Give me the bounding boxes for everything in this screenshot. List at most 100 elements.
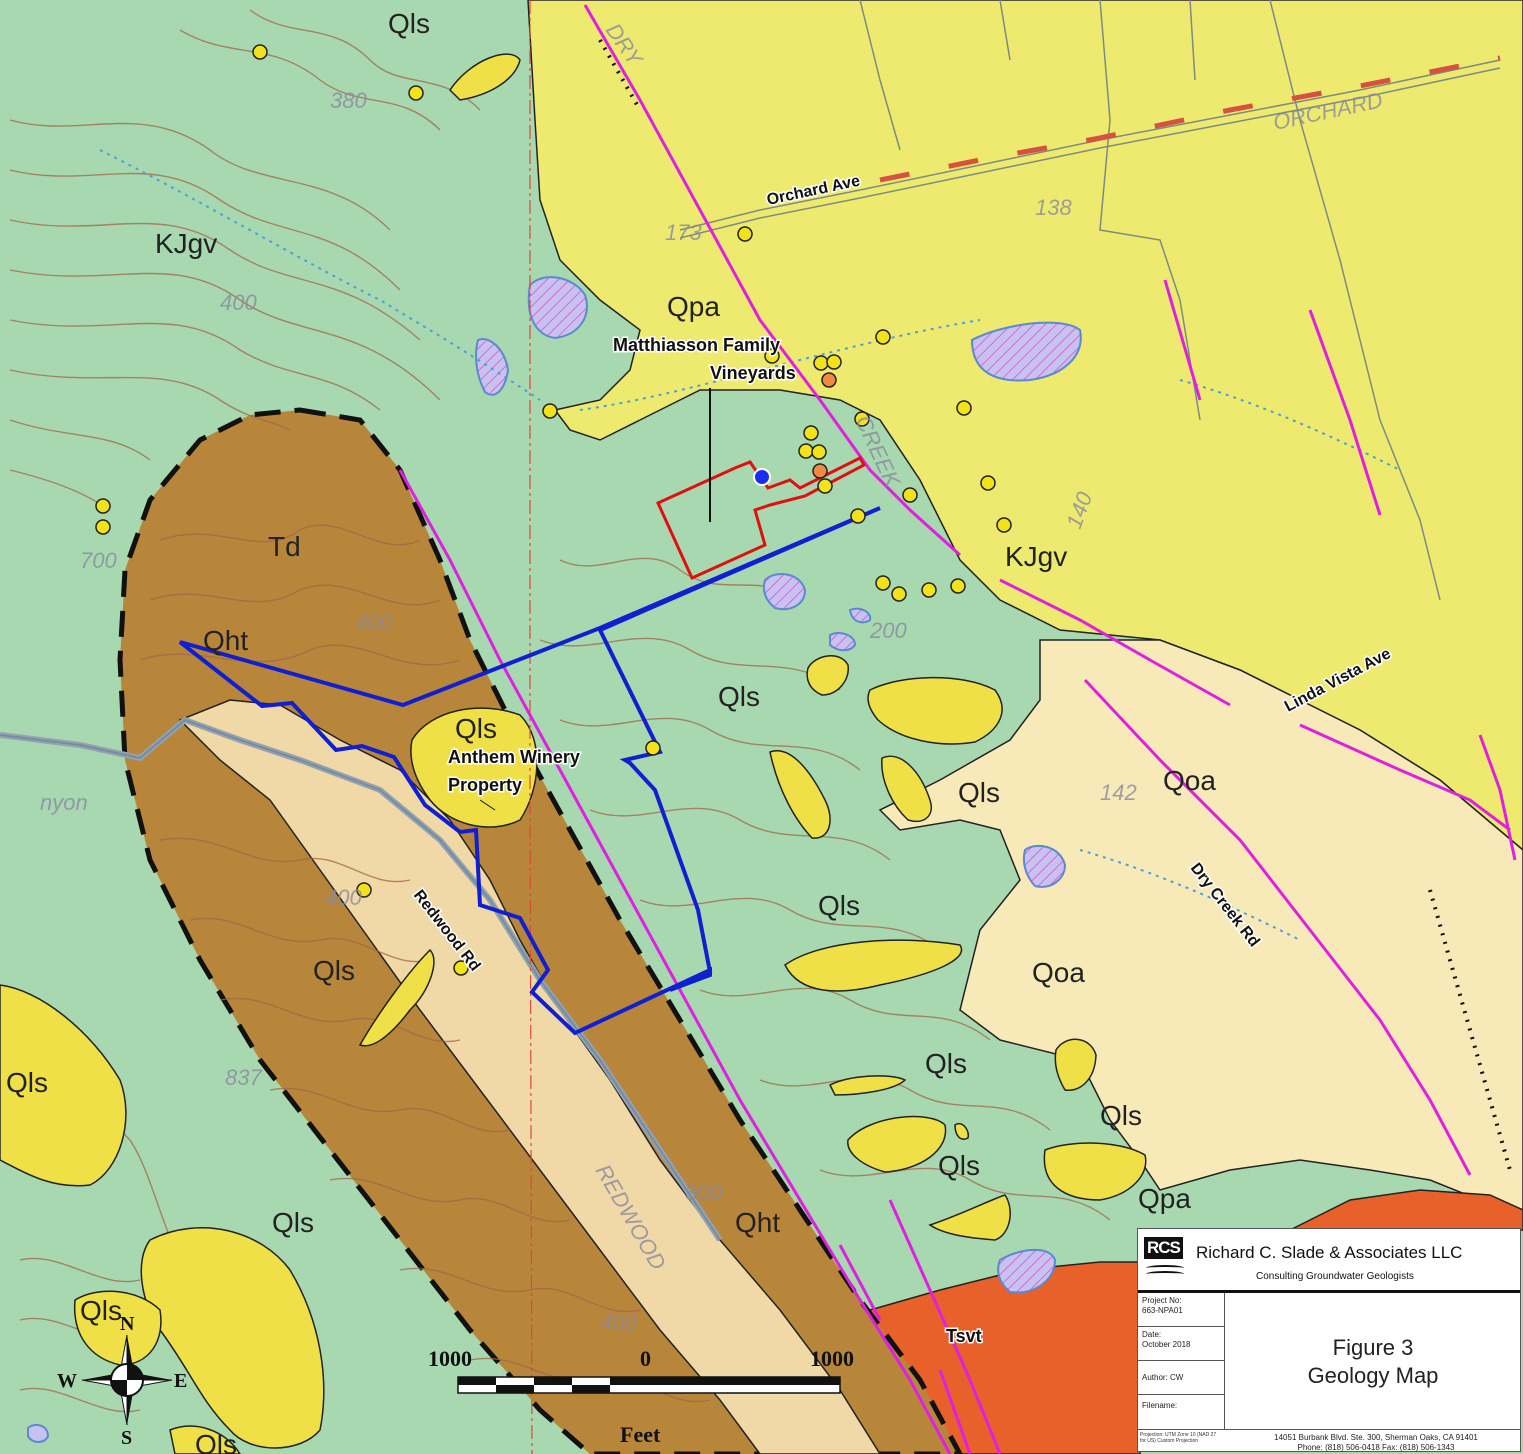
elev-label-6: 200 bbox=[869, 618, 907, 643]
unit-label-kjgv-2: KJgv bbox=[1005, 541, 1067, 572]
company-tagline: Consulting Groundwater Geologists bbox=[1256, 1271, 1414, 1282]
unit-label-qoa-1: Qoa bbox=[1163, 765, 1216, 796]
unit-label-qls-8: Qls bbox=[6, 1067, 48, 1098]
unit-label-qls-2: Qls bbox=[718, 681, 760, 712]
phone-line: Phone: (818) 506-0418 Fax: (818) 506-134… bbox=[1297, 1443, 1455, 1452]
scale-unit: Feet bbox=[620, 1422, 661, 1447]
well-marker bbox=[95, 519, 111, 535]
scale-label-left: 1000 bbox=[428, 1346, 472, 1371]
unit-label-qls-12: Qls bbox=[80, 1295, 122, 1326]
project-number-value: 663-NPA01 bbox=[1142, 1306, 1183, 1315]
scale-label-zero: 0 bbox=[640, 1346, 651, 1371]
compass-rose: N S E W bbox=[57, 1313, 187, 1449]
faults bbox=[398, 4, 1517, 1454]
logo-text: RCS bbox=[1144, 1237, 1183, 1259]
well-marker bbox=[980, 475, 996, 491]
elev-label-8: 400 bbox=[355, 610, 392, 635]
qls-landslides bbox=[0, 53, 1147, 1454]
well-marker bbox=[252, 44, 268, 60]
anthem-winery-boundary bbox=[178, 506, 881, 1036]
unit-label-qls-5: Qls bbox=[818, 890, 860, 921]
unit-label-qls-11: Qls bbox=[272, 1207, 314, 1238]
well-marker bbox=[95, 498, 111, 514]
base-text-canyon: nyon bbox=[40, 790, 88, 815]
unit-label-qls-6: Qls bbox=[313, 955, 355, 986]
company-name: Richard C. Slade & Associates LLC bbox=[1196, 1243, 1463, 1262]
title-block-header: RCS Richard C. Slade & Associates LLC Co… bbox=[1138, 1229, 1520, 1293]
elev-label-10: 837 bbox=[225, 1065, 262, 1090]
creek-line-inner bbox=[0, 718, 721, 1241]
elev-label-3: 173 bbox=[665, 220, 702, 245]
unit-label-qht-2: Qht bbox=[735, 1207, 780, 1238]
well-marker bbox=[803, 425, 819, 441]
well-marker bbox=[850, 508, 866, 524]
ponds bbox=[27, 276, 1082, 1443]
matthiasson-boundary bbox=[656, 456, 867, 580]
unit-label-qls-9: Qls bbox=[1100, 1100, 1142, 1131]
unit-label-qpa-1: Qpa bbox=[667, 291, 720, 322]
unit-label-qls-7: Qls bbox=[925, 1048, 967, 1079]
author-cell: Author: CW bbox=[1138, 1361, 1224, 1395]
elev-label-4: 138 bbox=[1035, 195, 1072, 220]
company-logo: RCS bbox=[1144, 1237, 1186, 1277]
unit-label-qls-13: Qls bbox=[195, 1429, 237, 1454]
well-marker bbox=[645, 740, 661, 756]
figure-number: Figure 3 bbox=[1332, 1335, 1414, 1360]
well-marker bbox=[921, 582, 937, 598]
streams bbox=[99, 149, 1401, 941]
date-label: Date: bbox=[1142, 1330, 1162, 1339]
unit-td-area bbox=[117, 407, 963, 1454]
well-marker bbox=[817, 478, 833, 494]
title-block: RCS Richard C. Slade & Associates LLC Co… bbox=[1137, 1228, 1521, 1452]
well-marker bbox=[798, 443, 814, 459]
leader-line-anthem bbox=[479, 799, 496, 811]
date-cell: Date: October 2018 bbox=[1138, 1327, 1224, 1361]
well-marker bbox=[875, 575, 891, 591]
projection-note: Projection: UTM Zone 10 (NAD 27 for US) … bbox=[1140, 1432, 1217, 1444]
elev-label-13: 400 bbox=[600, 1310, 637, 1335]
unit-label-qht-1: Qht bbox=[203, 625, 248, 656]
well-marker bbox=[956, 400, 972, 416]
elev-label-12: 700 bbox=[80, 548, 117, 573]
section-line bbox=[529, 0, 533, 1454]
well-marker bbox=[826, 354, 842, 370]
well-marker bbox=[854, 411, 870, 427]
well-marker bbox=[811, 444, 827, 460]
property-label-matthiasson-2: Vineyards bbox=[710, 363, 796, 383]
property-labels: Matthiasson Family Vineyards Anthem Wine… bbox=[447, 334, 798, 797]
property-label-matthiasson-1: Matthiasson Family bbox=[613, 335, 780, 355]
unit-label-td: Td bbox=[268, 531, 301, 562]
title-block-info: Project No: 663-NPA01 Date: October 2018… bbox=[1138, 1293, 1225, 1429]
well-marker bbox=[453, 960, 469, 976]
compass-n: N bbox=[120, 1313, 135, 1335]
well-marker bbox=[813, 355, 829, 371]
well-marker-orange bbox=[821, 372, 837, 388]
unit-tsvt-area-2 bbox=[1289, 1189, 1523, 1231]
filename-label: Filename: bbox=[1142, 1401, 1178, 1410]
well-marker bbox=[891, 586, 907, 602]
project-number-label: Project No: bbox=[1142, 1296, 1182, 1305]
well-marker bbox=[408, 85, 424, 101]
filename-cell: Filename: bbox=[1138, 1395, 1224, 1429]
unit-label-qoa-2: Qoa bbox=[1032, 957, 1085, 988]
well-marker-orange-2 bbox=[812, 463, 828, 479]
scale-label-right: 1000 bbox=[810, 1346, 854, 1371]
unit-label-tsvt: Tsvt bbox=[946, 1326, 982, 1346]
elev-label-7: 142 bbox=[1100, 780, 1137, 805]
figure-title: Geology Map bbox=[1307, 1363, 1439, 1388]
unit-label-qls-1: Qls bbox=[388, 8, 430, 39]
unit-label-qls-3: Qls bbox=[455, 713, 497, 744]
well-marker bbox=[902, 487, 918, 503]
scale-bar: 1000 0 1000 Feet bbox=[428, 1346, 854, 1447]
compass-e: E bbox=[174, 1370, 187, 1392]
unit-label-qls-10: Qls bbox=[938, 1150, 980, 1181]
well-marker bbox=[737, 226, 753, 242]
compass-w: W bbox=[57, 1370, 77, 1392]
well-marker bbox=[764, 348, 780, 364]
orchard-ave-line bbox=[879, 55, 1501, 183]
well-marker-blue bbox=[753, 468, 771, 486]
company-address: 14051 Burbank Blvd. Ste. 300, Sherman Oa… bbox=[1236, 1433, 1516, 1453]
project-number-cell: Project No: 663-NPA01 bbox=[1138, 1293, 1224, 1327]
unit-labels: Qls KJgv Qpa Td Qht KJgv Qls Qls Qls Qoa… bbox=[6, 8, 1216, 1454]
